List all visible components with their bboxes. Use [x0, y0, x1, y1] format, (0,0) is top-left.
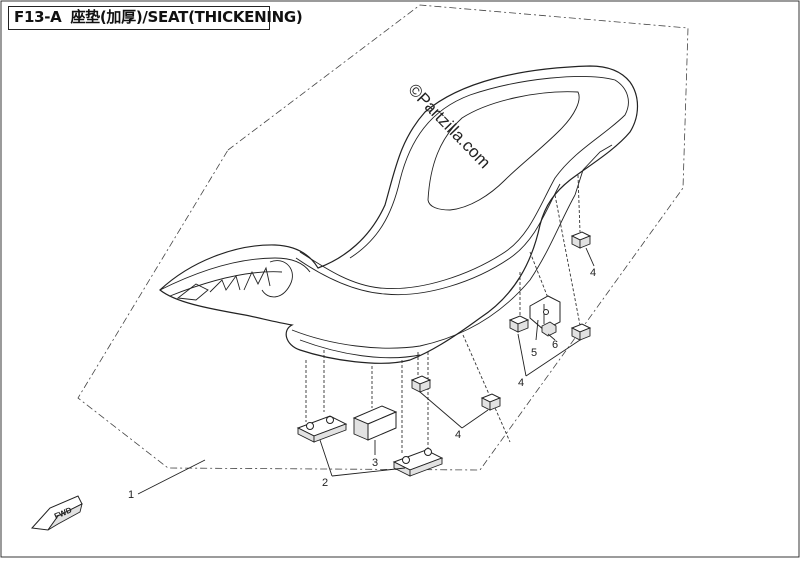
pad-part-3	[352, 405, 398, 441]
grommet-part-4	[570, 323, 592, 341]
seat-part-1	[159, 65, 639, 364]
callout-leader	[525, 339, 581, 377]
callout-leader	[547, 333, 556, 341]
grommet-part-4	[410, 375, 432, 393]
leader-line	[577, 174, 581, 233]
diagram-title: F13-A 座垫(加厚)/SEAT(THICKENING)	[8, 6, 303, 30]
callout-2: 2	[322, 477, 328, 489]
callout-leader	[319, 439, 333, 477]
forward-arrow-icon: FWD	[30, 495, 83, 531]
callout-1: 1	[128, 489, 134, 501]
callout-4: 4	[455, 429, 461, 441]
callout-leader	[419, 391, 463, 429]
callout-leader	[585, 247, 595, 267]
leader-line	[529, 251, 549, 299]
callout-6: 6	[552, 339, 558, 351]
callout-leader	[461, 409, 489, 429]
callout-leader	[137, 459, 206, 495]
diagram-title-text: 座垫(加厚)/SEAT(THICKENING)	[70, 8, 303, 26]
callout-leader	[331, 467, 406, 477]
grommet-part-4	[480, 393, 502, 411]
grommet-part-4	[570, 231, 592, 249]
callout-5: 5	[531, 347, 537, 359]
bracket-part-2-right	[392, 448, 444, 477]
nut-part-6	[541, 321, 557, 337]
callout-4: 4	[518, 377, 524, 389]
callout-leader	[535, 319, 539, 341]
callout-3: 3	[372, 457, 378, 469]
callout-4: 4	[590, 267, 596, 279]
diagram-code: F13-A	[14, 8, 62, 26]
callout-leader	[517, 333, 527, 377]
assembly-envelope	[77, 4, 689, 471]
bracket-part-2-left	[296, 415, 348, 443]
leader-line	[462, 334, 511, 443]
grommet-part-4	[508, 315, 530, 333]
leader-line	[554, 194, 581, 326]
